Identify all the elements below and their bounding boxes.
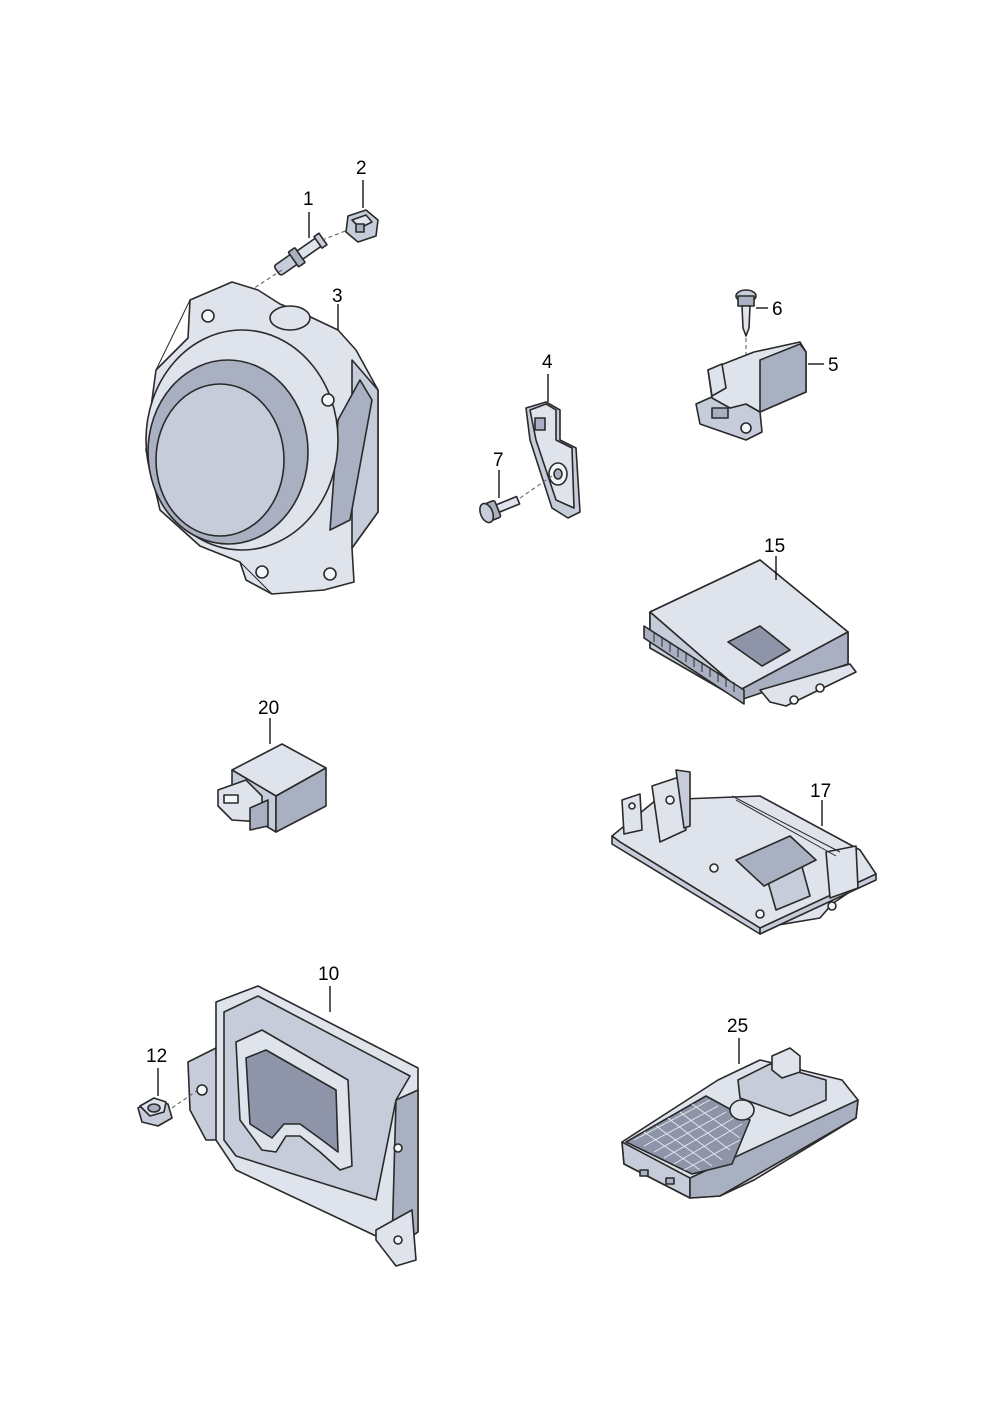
callout-20: 20 [258, 698, 279, 719]
relay-module-icon[interactable] [217, 743, 327, 833]
camera-grille [633, 1099, 743, 1171]
callout-15: 15 [764, 536, 785, 557]
callout-5: 5 [828, 355, 839, 376]
callout-7: 7 [493, 450, 504, 471]
callout-25: 25 [727, 1016, 748, 1037]
callout-1: 1 [303, 189, 314, 210]
connector-pins [653, 632, 735, 692]
callout-12: 12 [146, 1046, 167, 1067]
hex-nut-icon[interactable] [137, 1097, 173, 1127]
clip-icon[interactable] [345, 209, 379, 243]
callout-4: 4 [542, 352, 553, 373]
mounting-bracket-icon[interactable] [611, 769, 877, 935]
control-unit-icon[interactable] [643, 559, 857, 707]
camera-control-unit-icon[interactable] [187, 985, 419, 1267]
sensor-pin-icon[interactable] [272, 232, 328, 279]
callout-2: 2 [356, 158, 367, 179]
callout-3: 3 [332, 286, 343, 307]
callout-17: 17 [810, 781, 831, 802]
tapping-screw-icon[interactable] [735, 289, 757, 337]
callout-6: 6 [772, 299, 783, 320]
callout-10: 10 [318, 964, 339, 985]
sensor-holder-icon[interactable] [695, 341, 807, 441]
radar-sensor-housing-icon[interactable] [145, 281, 379, 595]
bracket-plate-icon[interactable] [525, 401, 581, 519]
bolt-icon[interactable] [477, 491, 522, 525]
camera-module-icon[interactable] [621, 1047, 859, 1199]
